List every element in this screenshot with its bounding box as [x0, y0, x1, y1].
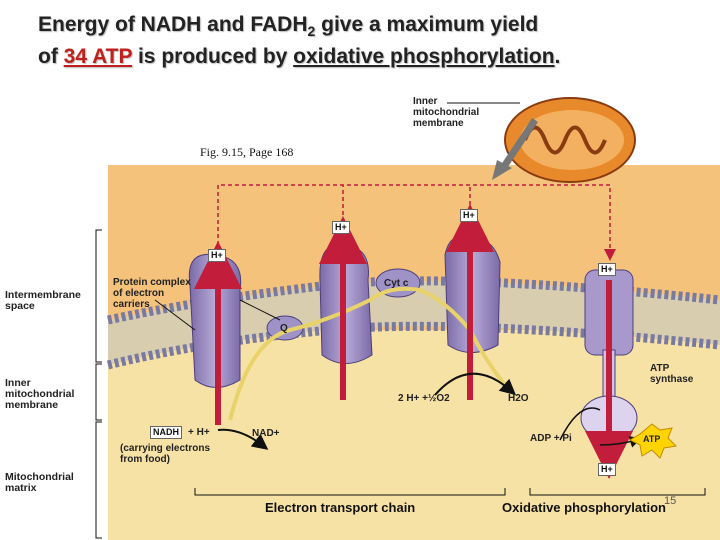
- h-plus-badge-2: H+: [332, 221, 350, 234]
- nadh-plus-h-label: + H+: [188, 427, 210, 438]
- atp-label: ATP: [643, 434, 661, 444]
- title-line-2: of 34 ATP is produced by oxidative phosp…: [38, 45, 561, 69]
- water-reactants-label: 2 H+ +½O2: [398, 393, 450, 404]
- adp-pi-label: ADP + Pi: [530, 433, 572, 444]
- oxphos-footer-label: Oxidative phosphorylation: [502, 500, 666, 515]
- page-number: 15: [664, 495, 677, 507]
- title-line-1: Energy of NADH and FADH2 give a maximum …: [38, 13, 539, 40]
- water-product-label: H2O: [508, 393, 529, 404]
- q-label: Q: [280, 323, 288, 334]
- nad-plus-label: NAD+: [252, 428, 280, 439]
- h-plus-badge-5: H+: [598, 463, 616, 476]
- h-plus-badge-4: H+: [598, 263, 616, 276]
- atp-burst-icon: [628, 423, 678, 459]
- cyt-c-label: Cyt c: [384, 278, 409, 289]
- nadh-label: NADH: [150, 426, 182, 439]
- mitochondrion-icon: [504, 97, 636, 183]
- figure-reference: Fig. 9.15, Page 168: [200, 145, 294, 159]
- h-plus-badge-1: H+: [208, 249, 226, 262]
- slide-title: Energy of NADH and FADH2 give a maximum …: [38, 12, 718, 70]
- etc-footer-label: Electron transport chain: [265, 500, 416, 515]
- atp-yield: 34 ATP: [63, 45, 133, 69]
- phospholipid-bilayer: [106, 276, 720, 370]
- oxphos-term: oxidative phosphorylation: [293, 45, 555, 69]
- h-plus-badge-3: H+: [460, 209, 478, 222]
